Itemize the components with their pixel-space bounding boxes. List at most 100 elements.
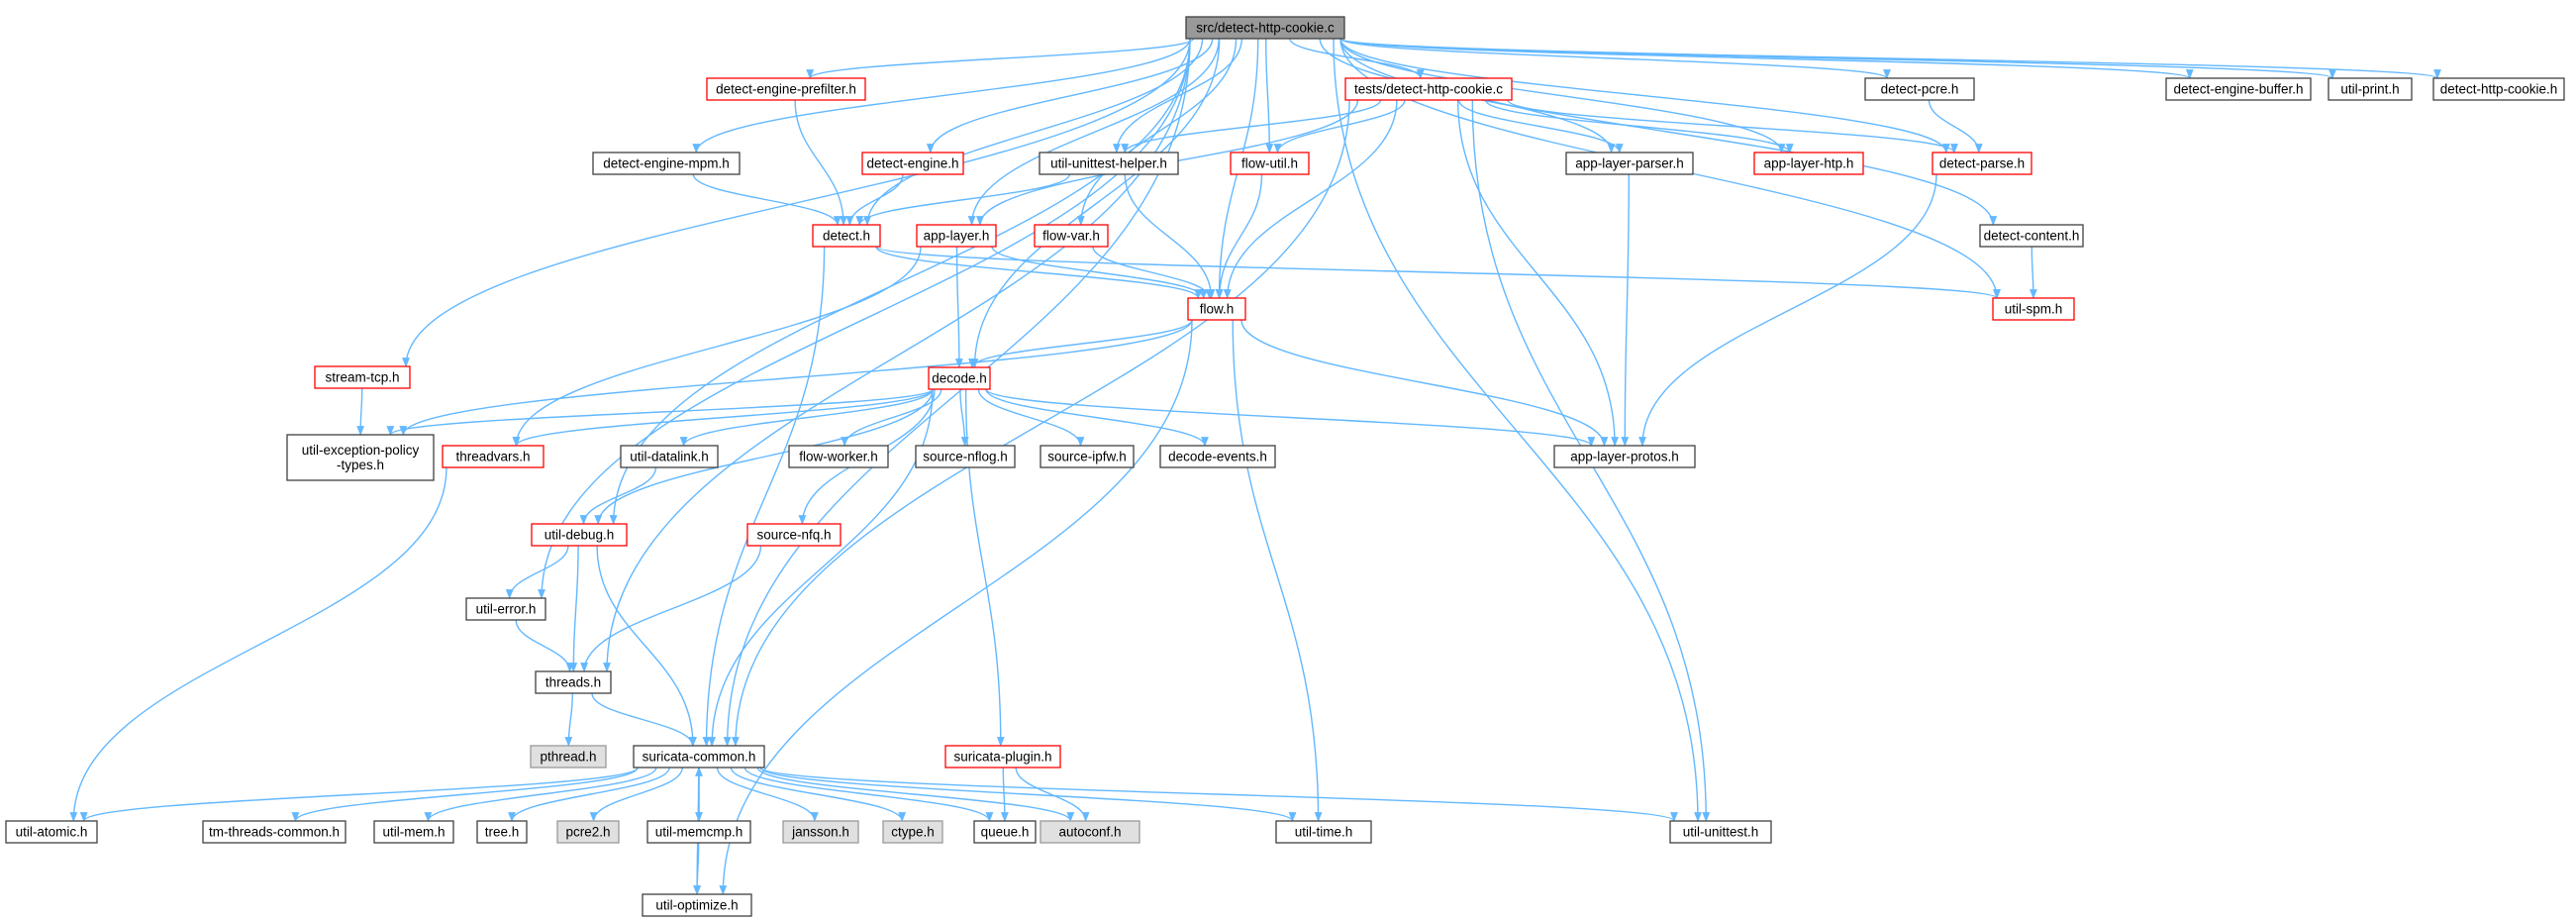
- node-jansson[interactable]: jansson.h: [782, 820, 859, 844]
- edge-threadvars-to-atomic: [69, 466, 447, 822]
- node-box-unithelper: [1039, 152, 1179, 175]
- node-parse[interactable]: detect-parse.h: [1932, 152, 2032, 175]
- edge-flow-to-protos: [1240, 319, 1609, 447]
- node-unittest[interactable]: util-unittest.h: [1669, 820, 1772, 844]
- node-htp[interactable]: app-layer-htp.h: [1753, 152, 1864, 175]
- edge-decode-to-nflog: [959, 388, 969, 447]
- node-atomic[interactable]: util-atomic.h: [5, 820, 98, 844]
- node-label-content: detect-content.h: [1984, 229, 2080, 244]
- node-spm[interactable]: util-spm.h: [1992, 297, 2075, 321]
- node-box-ctype: [882, 820, 943, 844]
- node-prefilter[interactable]: detect-engine-prefilter.h: [706, 77, 866, 101]
- node-label-testsc: tests/detect-http-cookie.c: [1354, 82, 1503, 97]
- node-box-nfq: [746, 523, 842, 547]
- node-queue[interactable]: queue.h: [973, 820, 1037, 844]
- node-box-root: [1185, 16, 1345, 40]
- node-box-plugin: [944, 745, 1061, 768]
- edge-common-to-ctype: [730, 767, 907, 822]
- edge-content-to-spm: [2029, 246, 2037, 299]
- node-unithelper[interactable]: util-unittest-helper.h: [1039, 152, 1179, 175]
- node-box-nflog: [915, 445, 1016, 468]
- node-error[interactable]: util-error.h: [465, 597, 546, 621]
- node-label-time: util-time.h: [1295, 825, 1353, 840]
- node-flow[interactable]: flow.h: [1187, 297, 1246, 321]
- node-memcmp[interactable]: util-memcmp.h: [646, 820, 751, 844]
- edge-root-to-pcre: [1339, 38, 1891, 79]
- edge-testsc-to-flowutil: [1273, 99, 1406, 154]
- edge-error-to-threads: [515, 619, 574, 672]
- node-pcre[interactable]: detect-pcre.h: [1864, 77, 1975, 101]
- edge-layer: [69, 38, 2441, 895]
- node-buffer[interactable]: detect-engine-buffer.h: [2165, 77, 2312, 101]
- node-debug[interactable]: util-debug.h: [531, 523, 628, 547]
- node-box-testsc: [1344, 77, 1513, 101]
- node-worker[interactable]: flow-worker.h: [788, 445, 889, 468]
- edge-unithelper-to-flow: [1124, 173, 1216, 299]
- node-engine[interactable]: detect-engine.h: [861, 152, 964, 175]
- node-applayer[interactable]: app-layer.h: [916, 224, 997, 248]
- node-events[interactable]: decode-events.h: [1159, 445, 1276, 468]
- node-nflog[interactable]: source-nflog.h: [915, 445, 1016, 468]
- edge-flow-to-exc: [399, 319, 1193, 436]
- node-autoconf[interactable]: autoconf.h: [1040, 820, 1140, 844]
- node-decode[interactable]: decode.h: [928, 366, 991, 390]
- node-content[interactable]: detect-content.h: [1979, 224, 2084, 248]
- edge-common-to-time: [759, 767, 1297, 822]
- node-cookieh[interactable]: detect-http-cookie.h: [2432, 77, 2565, 101]
- node-plugin[interactable]: suricata-plugin.h: [944, 745, 1061, 768]
- node-flowutil[interactable]: flow-util.h: [1230, 152, 1310, 175]
- edge-decode-to-events: [985, 388, 1209, 447]
- edge-root-to-htp: [1339, 38, 1786, 154]
- node-testsc[interactable]: tests/detect-http-cookie.c: [1344, 77, 1513, 101]
- edge-root-to-unithelper: [1113, 38, 1242, 154]
- node-pcre2[interactable]: pcre2.h: [556, 820, 620, 844]
- node-pthread[interactable]: pthread.h: [530, 745, 607, 768]
- edge-root-to-testsc: [1289, 38, 1425, 79]
- node-box-parser: [1565, 152, 1694, 175]
- node-detect[interactable]: detect.h: [812, 224, 881, 248]
- node-box-htp: [1753, 152, 1864, 175]
- node-label-mem: util-mem.h: [382, 825, 445, 840]
- node-flowvar[interactable]: flow-var.h: [1034, 224, 1109, 248]
- node-root[interactable]: src/detect-http-cookie.c: [1185, 16, 1345, 40]
- node-print[interactable]: util-print.h: [2328, 77, 2413, 101]
- node-exc[interactable]: util-exception-policy-types.h: [286, 434, 435, 481]
- node-threads[interactable]: threads.h: [535, 670, 612, 694]
- edge-prefilter-to-detect: [794, 99, 847, 226]
- edge-applayer-to-threadvars: [512, 246, 922, 447]
- node-label-htp: app-layer-htp.h: [1764, 156, 1854, 171]
- node-ctype[interactable]: ctype.h: [882, 820, 943, 844]
- node-parser[interactable]: app-layer-parser.h: [1565, 152, 1694, 175]
- edge-common-to-jansson: [716, 767, 819, 822]
- node-label-queue: queue.h: [981, 825, 1030, 840]
- node-time[interactable]: util-time.h: [1275, 820, 1372, 844]
- node-tree[interactable]: tree.h: [476, 820, 528, 844]
- node-nfq[interactable]: source-nfq.h: [746, 523, 842, 547]
- node-box-pcre: [1864, 77, 1975, 101]
- edge-root-to-cookieh: [1339, 38, 2441, 79]
- node-threadvars[interactable]: threadvars.h: [442, 445, 545, 468]
- node-box-spm: [1992, 297, 2075, 321]
- node-box-content: [1979, 224, 2084, 248]
- node-box-jansson: [782, 820, 859, 844]
- node-label-pthread: pthread.h: [540, 750, 596, 765]
- node-streamtcp[interactable]: stream-tcp.h: [314, 365, 411, 389]
- node-box-threadvars: [442, 445, 545, 468]
- node-label-ctype: ctype.h: [891, 825, 935, 840]
- edge-mpm-to-detect: [692, 173, 842, 226]
- node-ipfw[interactable]: source-ipfw.h: [1040, 445, 1135, 468]
- node-label-events: decode-events.h: [1168, 450, 1267, 464]
- node-protos[interactable]: app-layer-protos.h: [1553, 445, 1696, 468]
- edge-common-to-pcre2: [589, 767, 683, 822]
- node-datalink[interactable]: util-datalink.h: [620, 445, 719, 468]
- node-box-streamtcp: [314, 365, 411, 389]
- node-optimize[interactable]: util-optimize.h: [642, 893, 752, 917]
- edge-flow-to-time: [1232, 319, 1323, 822]
- edge-pcre-to-parse: [1928, 99, 1983, 154]
- edge-common-to-tree: [508, 767, 670, 822]
- node-common[interactable]: suricata-common.h: [633, 745, 765, 768]
- node-label-decode: decode.h: [932, 371, 987, 386]
- node-mem[interactable]: util-mem.h: [373, 820, 454, 844]
- node-mpm[interactable]: detect-engine-mpm.h: [592, 152, 741, 175]
- node-tmcommon[interactable]: tm-threads-common.h: [202, 820, 347, 844]
